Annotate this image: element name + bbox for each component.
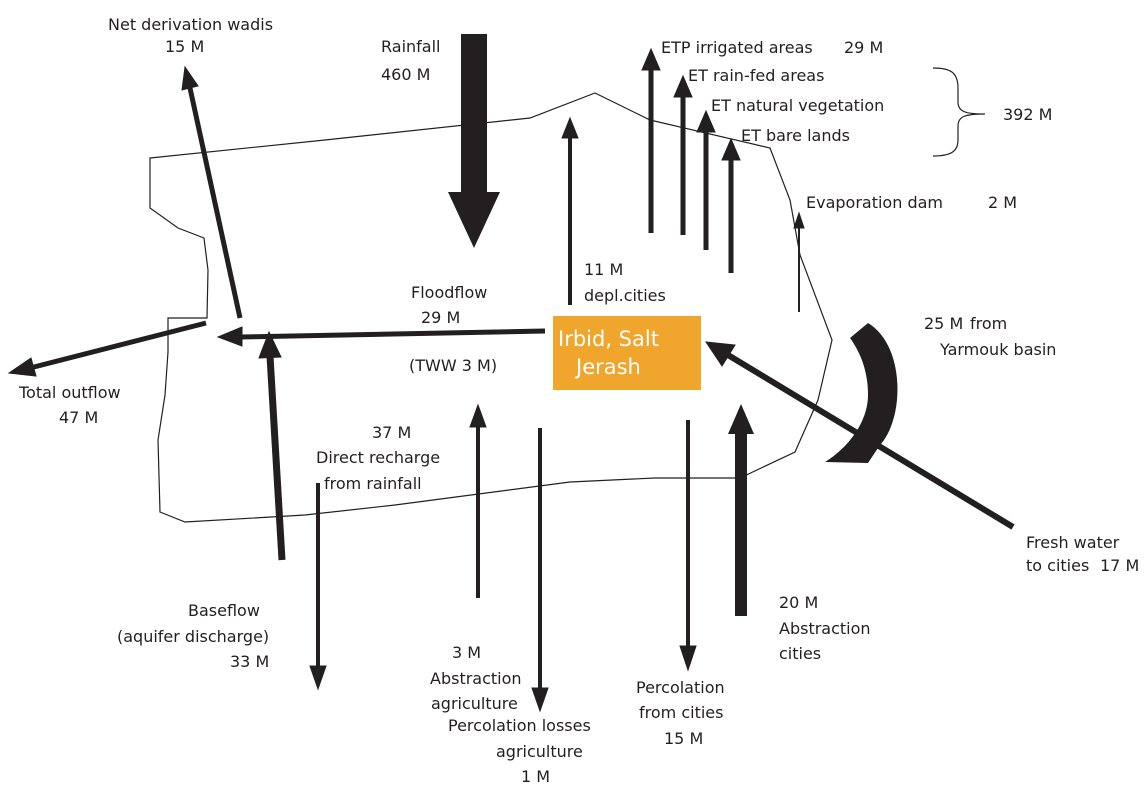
percolation-agriculture-arrow <box>531 428 549 713</box>
depl-cities-label: depl.cities <box>584 286 666 305</box>
floodflow-arrow <box>216 326 546 347</box>
region-name-line1: Irbid, Salt <box>558 327 659 351</box>
abstraction-agriculture-arrow <box>469 403 487 598</box>
floodflow-label: Floodflow <box>411 283 487 302</box>
et-rainfed-arrow <box>673 74 693 235</box>
et-bare-label: ET bare lands <box>741 126 850 145</box>
et-bare-arrow <box>721 137 741 273</box>
etp-irrigated-arrow <box>641 47 661 233</box>
yarmouk-value: 25 M <box>924 314 963 333</box>
fresh-water-label-line2: to cities <box>1026 556 1089 575</box>
rainfall-label: Rainfall <box>381 37 440 56</box>
direct-recharge-value: 37 M <box>372 423 411 442</box>
abstraction-cities-label-line1: Abstraction <box>779 619 871 638</box>
percolation-cities-value: 15 M <box>664 729 703 748</box>
depl-cities-arrow <box>561 116 579 305</box>
percolation-cities-label-line2: from cities <box>639 703 723 722</box>
baseflow-arrow <box>258 330 286 561</box>
abstraction-cities-label-line2: cities <box>779 644 821 663</box>
net-derivation-label: Net derivation wadis <box>108 15 273 34</box>
direct-recharge-label-line2: from rainfall <box>324 474 422 493</box>
evaporation-dam-arrow <box>793 211 805 312</box>
tww-label: (TWW 3 M) <box>409 356 497 375</box>
direct-recharge-arrow <box>309 483 327 691</box>
yarmouk-curved-arrow <box>825 323 898 463</box>
baseflow-label-line2: (aquifer discharge) <box>117 627 269 646</box>
percolation-agriculture-label-line1: Percolation losses <box>448 716 591 735</box>
rainfall-value: 460 M <box>381 65 430 84</box>
abstraction-agriculture-label-line1: Abstraction <box>430 669 522 688</box>
et-rainfed-label: ET rain-fed areas <box>688 66 824 85</box>
net-derivation-value: 15 M <box>165 37 204 56</box>
evaporation-dam-value: 2 M <box>988 193 1017 212</box>
percolation-agriculture-label-line2: agriculture <box>496 742 583 761</box>
et-natural-arrow <box>696 109 716 250</box>
fresh-water-value: 17 M <box>1100 556 1139 575</box>
abstraction-agriculture-value: 3 M <box>452 643 481 662</box>
abstraction-cities-value: 20 M <box>779 593 818 612</box>
percolation-cities-arrow <box>679 420 697 672</box>
rainfall-arrow <box>448 34 500 248</box>
yarmouk-label-line1: from <box>970 314 1007 333</box>
basin-outline <box>149 92 833 523</box>
total-outflow-label: Total outflow <box>18 383 121 402</box>
et-total-value: 392 M <box>1003 105 1052 124</box>
et-bracket <box>932 67 986 157</box>
percolation-cities-label-line1: Percolation <box>636 678 725 697</box>
percolation-agriculture-value: 1 M <box>521 767 550 786</box>
yarmouk-label-line2: Yarmouk basin <box>939 340 1056 359</box>
floodflow-value: 29 M <box>421 308 460 327</box>
total-outflow-arrow <box>7 320 207 377</box>
etp-irrigated-value: 29 M <box>844 38 883 57</box>
region-box <box>553 316 701 390</box>
fresh-water-label-line1: Fresh water <box>1026 533 1120 552</box>
region-name-line2: Jerash <box>574 355 641 379</box>
evaporation-dam-label: Evaporation dam <box>806 193 943 212</box>
baseflow-value: 33 M <box>230 652 269 671</box>
abstraction-agriculture-label-line2: agriculture <box>431 694 518 713</box>
net-derivation-arrow <box>181 65 243 319</box>
abstraction-cities-arrow <box>728 404 754 616</box>
direct-recharge-label-line1: Direct recharge <box>316 448 440 467</box>
etp-irrigated-label: ETP irrigated areas <box>661 38 813 57</box>
total-outflow-value: 47 M <box>59 408 98 427</box>
depl-cities-value: 11 M <box>584 260 623 279</box>
et-natural-label: ET natural vegetation <box>711 96 884 115</box>
baseflow-label-line1: Baseflow <box>188 601 260 620</box>
